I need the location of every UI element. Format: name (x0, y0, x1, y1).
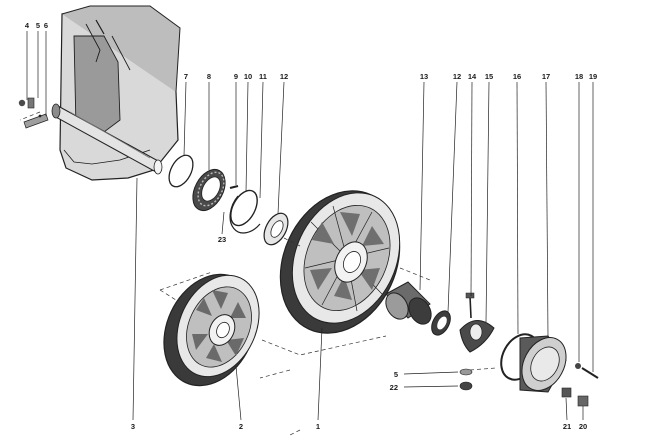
callout-22: 22 (390, 383, 398, 392)
wheel-1 (279, 190, 401, 334)
callout-5-lower: 5 (394, 370, 398, 379)
part-9-pin (229, 185, 239, 189)
wheel-2 (163, 273, 260, 387)
callout-7: 7 (184, 72, 188, 81)
part-18-19-screw (575, 363, 599, 379)
part-13-bushing (385, 281, 432, 325)
callout-12-left: 12 (280, 72, 288, 81)
callout-3: 3 (131, 422, 135, 431)
callout-11: 11 (259, 72, 267, 81)
callout-4: 4 (25, 21, 30, 30)
part-10-ring (230, 189, 258, 227)
callout-2: 2 (239, 422, 243, 431)
callout-18: 18 (575, 72, 583, 81)
callout-8: 8 (207, 72, 211, 81)
part-15-bracket (459, 320, 495, 353)
part-8-bearing (192, 168, 226, 212)
callout-1: 1 (316, 422, 320, 431)
callout-6: 6 (44, 21, 48, 30)
axle-shaft (19, 103, 163, 175)
callout-21: 21 (563, 422, 571, 431)
callout-19: 19 (589, 72, 597, 81)
shaft-end-fasteners (18, 97, 49, 129)
assembly-guides (159, 237, 497, 436)
callout-14: 14 (468, 72, 477, 81)
part-5-22-washers (459, 368, 473, 391)
callout-9: 9 (234, 72, 238, 81)
mounting-bracket (59, 5, 181, 181)
leader-lines (26, 31, 594, 421)
callout-17: 17 (542, 72, 550, 81)
part-17-hub-cap (519, 335, 567, 393)
callout-16: 16 (513, 72, 521, 81)
callout-12-right: 12 (453, 72, 461, 81)
part-12-washer-right (431, 310, 451, 336)
part-7-ring (168, 154, 194, 188)
callout-23: 23 (218, 235, 226, 244)
callout-5: 5 (36, 21, 40, 30)
callout-13: 13 (420, 72, 428, 81)
callout-labels: 4 5 6 7 8 9 10 11 12 13 12 14 15 16 17 1… (25, 21, 597, 431)
part-14-bolt (465, 292, 475, 319)
part-11-clip (229, 195, 261, 234)
part-12-washer-left (263, 212, 289, 246)
callout-20: 20 (579, 422, 587, 431)
callout-10: 10 (244, 72, 252, 81)
callout-15: 15 (485, 72, 493, 81)
